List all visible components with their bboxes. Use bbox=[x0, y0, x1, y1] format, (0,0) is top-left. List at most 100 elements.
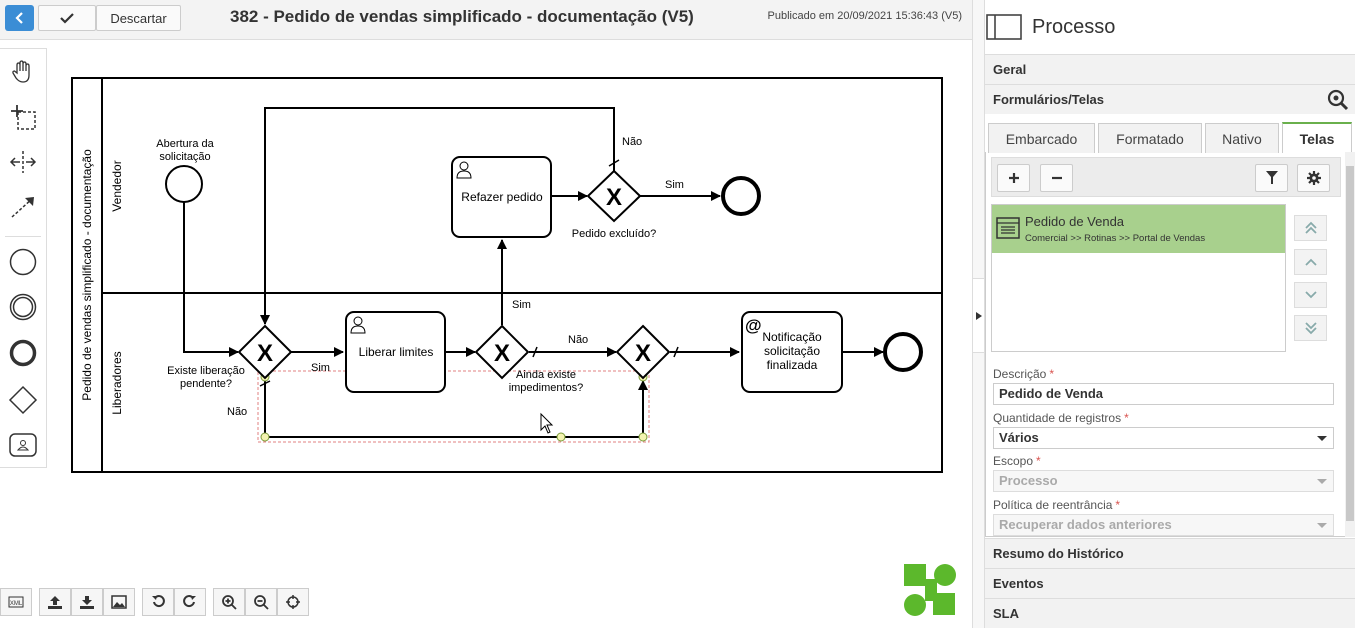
pool[interactable] bbox=[71, 77, 943, 473]
published-status: Publicado em 20/09/2021 15:36:43 (V5) bbox=[767, 10, 962, 22]
start-event-label-2: solicitação bbox=[159, 151, 210, 163]
gateway-tool[interactable] bbox=[0, 380, 46, 420]
collapse-panel-button[interactable] bbox=[973, 278, 985, 353]
flow-label-nao-2: Não bbox=[568, 334, 588, 346]
gateway-existe-liberacao[interactable]: X bbox=[237, 324, 293, 380]
bpmn-diagram[interactable]: Pedido de vendas simplificado - document… bbox=[0, 40, 972, 588]
task-notificacao[interactable] bbox=[741, 311, 843, 393]
add-screen-button[interactable] bbox=[997, 164, 1030, 192]
intermediate-event-tool[interactable] bbox=[0, 287, 46, 327]
screens-list: Pedido de Venda Comercial >> Rotinas >> … bbox=[991, 204, 1286, 352]
start-event-tool[interactable] bbox=[0, 242, 46, 282]
back-button[interactable] bbox=[5, 5, 34, 31]
gateway-impedimentos-label-2: impedimentos? bbox=[509, 382, 584, 394]
lasso-tool-button[interactable] bbox=[0, 97, 46, 137]
lane-label-liberadores: Liberadores bbox=[110, 351, 124, 414]
upload-button[interactable] bbox=[39, 588, 71, 616]
download-button[interactable] bbox=[71, 588, 103, 616]
confirm-button[interactable] bbox=[38, 5, 96, 31]
redo-button[interactable] bbox=[174, 588, 206, 616]
filter-icon bbox=[1265, 171, 1278, 184]
task-tool[interactable] bbox=[0, 425, 46, 465]
end-event-bottom[interactable] bbox=[883, 332, 923, 372]
diagram-canvas[interactable]: Pedido de vendas simplificado - document… bbox=[0, 40, 972, 628]
image-export-button[interactable] bbox=[103, 588, 135, 616]
caret-down-icon bbox=[1317, 436, 1327, 441]
tab-telas[interactable]: Telas bbox=[1282, 122, 1352, 153]
section-sla[interactable]: SLA bbox=[985, 598, 1355, 628]
zoom-out-icon bbox=[254, 595, 269, 610]
list-item-title: Pedido de Venda bbox=[1025, 214, 1125, 229]
flow-label-nao-1: Não bbox=[227, 406, 247, 418]
tool-palette bbox=[0, 48, 47, 468]
start-event-icon bbox=[9, 248, 37, 276]
undo-button[interactable] bbox=[142, 588, 174, 616]
gateway-pedido-excluido[interactable]: X bbox=[586, 169, 642, 223]
pool-label: Pedido de vendas simplificado - document… bbox=[80, 149, 94, 401]
filter-button[interactable] bbox=[1255, 164, 1288, 192]
end-event-tool[interactable] bbox=[0, 333, 46, 373]
fit-button[interactable] bbox=[277, 588, 309, 616]
fit-icon bbox=[286, 595, 300, 609]
flow-g1-nao-selected[interactable] bbox=[264, 378, 648, 438]
hand-tool-button[interactable] bbox=[0, 52, 46, 92]
move-up-button[interactable] bbox=[1294, 249, 1327, 275]
gateway-merge[interactable]: X bbox=[615, 324, 671, 380]
lasso-tool-icon bbox=[11, 105, 36, 130]
connect-tool-icon bbox=[11, 197, 34, 218]
remove-screen-button[interactable] bbox=[1040, 164, 1073, 192]
gateway-icon bbox=[8, 385, 38, 415]
task-liberar-limites[interactable] bbox=[345, 311, 446, 393]
quantidade-label: Quantidade de registros* bbox=[993, 411, 1129, 425]
settings-button[interactable] bbox=[1297, 164, 1330, 192]
tab-embarcado[interactable]: Embarcado bbox=[988, 123, 1095, 153]
zoom-out-button[interactable] bbox=[245, 588, 277, 616]
section-eventos[interactable]: Eventos bbox=[985, 568, 1355, 598]
user-task-icon bbox=[456, 161, 472, 179]
section-resumo[interactable]: Resumo do Histórico bbox=[985, 538, 1355, 568]
list-item-path: Comercial >> Rotinas >> Portal de Vendas bbox=[1025, 233, 1206, 244]
connect-tool-button[interactable] bbox=[0, 187, 46, 227]
screens-toolbar bbox=[991, 157, 1341, 197]
politica-select: Recuperar dados anteriores bbox=[993, 514, 1334, 536]
mouse-cursor-icon bbox=[540, 412, 554, 434]
scrollbar-thumb[interactable] bbox=[1346, 166, 1354, 521]
upload-icon bbox=[48, 596, 62, 609]
svg-text:X: X bbox=[494, 340, 510, 367]
form-icon bbox=[996, 217, 1020, 239]
caret-down-icon bbox=[1317, 523, 1327, 528]
end-event-top[interactable] bbox=[721, 176, 761, 216]
quantidade-select[interactable]: Vários bbox=[993, 427, 1334, 449]
list-item[interactable]: Pedido de Venda Comercial >> Rotinas >> … bbox=[992, 205, 1285, 253]
descricao-field[interactable]: Pedido de Venda bbox=[993, 383, 1334, 405]
search-icon[interactable] bbox=[1327, 89, 1349, 111]
hand-tool-icon bbox=[12, 60, 30, 83]
section-formularios[interactable]: Formulários/Telas bbox=[985, 84, 1355, 114]
check-icon bbox=[60, 13, 74, 24]
chevron-up-icon bbox=[1304, 258, 1317, 266]
panel-splitter[interactable] bbox=[972, 0, 985, 628]
tab-content-telas: Pedido de Venda Comercial >> Rotinas >> … bbox=[985, 152, 1347, 537]
panel-scrollbar[interactable] bbox=[1345, 152, 1355, 537]
flow-label-sim-up: Sim bbox=[512, 299, 531, 311]
start-event[interactable] bbox=[165, 165, 203, 203]
panel-layout-icon bbox=[986, 14, 1022, 40]
task-notificacao-label-2: solicitação bbox=[764, 344, 820, 358]
section-geral[interactable]: Geral bbox=[985, 54, 1355, 84]
task-refazer-pedido[interactable] bbox=[451, 156, 552, 238]
gateway-ainda-impedimentos[interactable]: X bbox=[474, 324, 530, 380]
tab-formatado[interactable]: Formatado bbox=[1098, 123, 1202, 153]
space-tool-button[interactable] bbox=[0, 142, 46, 182]
move-bottom-button[interactable] bbox=[1294, 315, 1327, 341]
discard-button[interactable]: Descartar bbox=[96, 5, 181, 31]
escopo-select: Processo bbox=[993, 470, 1334, 492]
move-down-button[interactable] bbox=[1294, 282, 1327, 308]
xml-button[interactable]: XML bbox=[0, 588, 32, 616]
flow-label-sim-top: Sim bbox=[665, 179, 684, 191]
zoom-in-button[interactable] bbox=[213, 588, 245, 616]
tab-nativo[interactable]: Nativo bbox=[1205, 123, 1279, 153]
space-tool-icon bbox=[9, 151, 37, 173]
flow-start-to-gateway[interactable] bbox=[183, 202, 239, 357]
move-top-button[interactable] bbox=[1294, 215, 1327, 241]
flow-loop-top[interactable] bbox=[260, 107, 615, 325]
